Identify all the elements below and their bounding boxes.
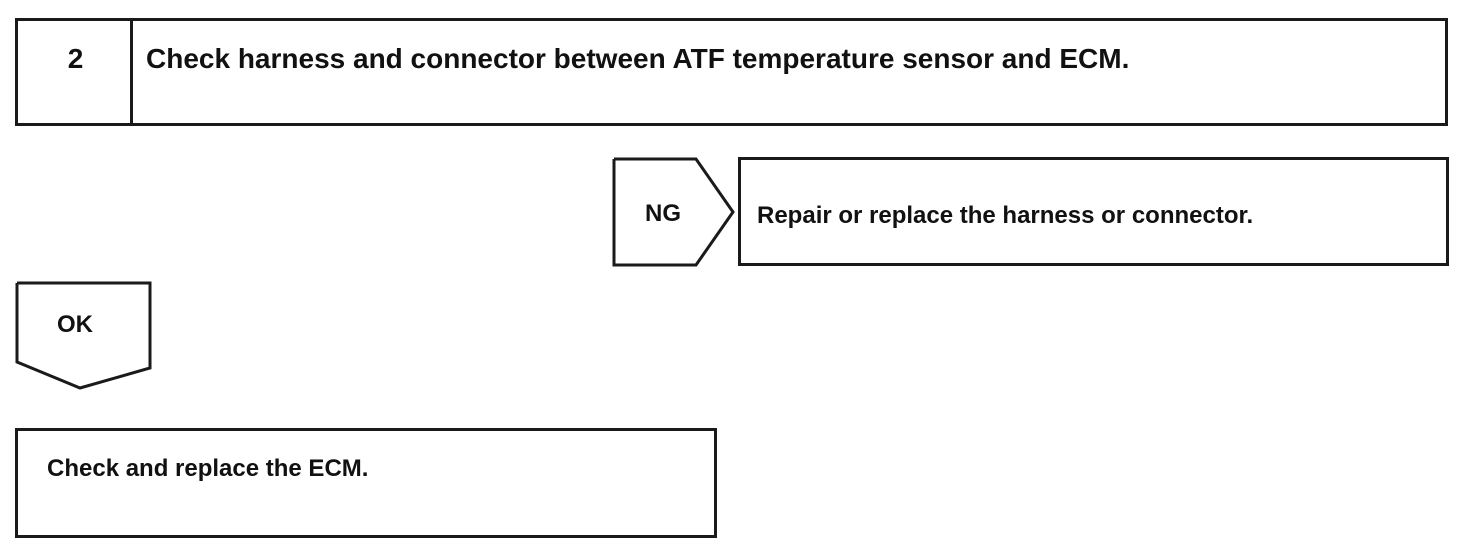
step-description: Check harness and connector between ATF … [146, 43, 1130, 74]
ok-result-box: Check and replace the ECM. [15, 428, 717, 538]
ng-result-text: Repair or replace the harness or connect… [757, 202, 1254, 229]
ng-result-box: Repair or replace the harness or connect… [738, 157, 1449, 266]
step-box: 2 Check harness and connector between AT… [15, 18, 1448, 126]
step-number-cell [18, 21, 133, 123]
step-number: 2 [67, 43, 84, 74]
ok-label: OK [57, 311, 93, 338]
ok-result-text: Check and replace the ECM. [47, 455, 369, 482]
ng-label: NG [645, 200, 681, 227]
